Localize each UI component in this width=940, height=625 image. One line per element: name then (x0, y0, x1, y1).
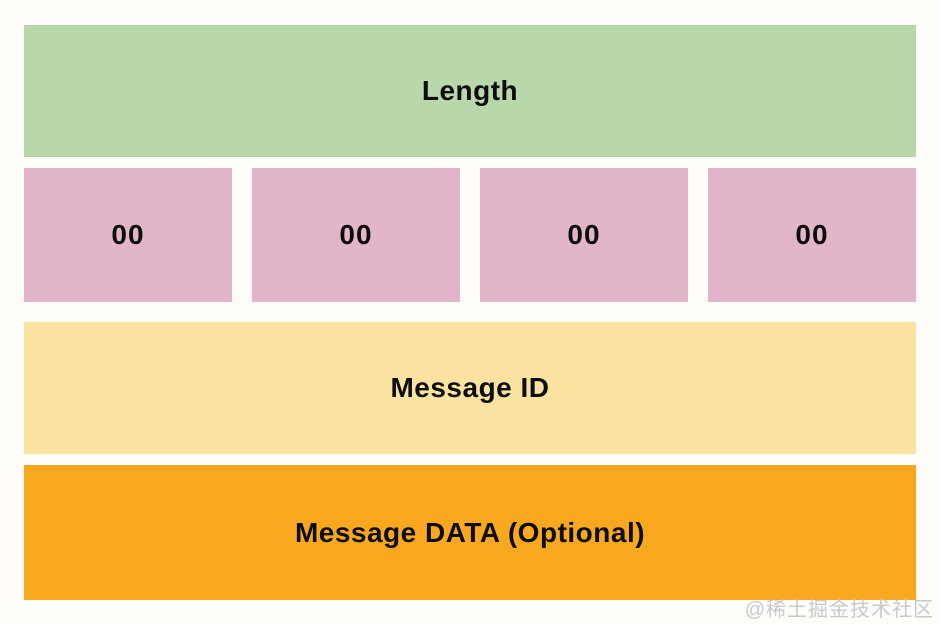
message-id-label: Message ID (390, 372, 550, 403)
message-data-label: Message DATA (Optional) (294, 516, 646, 548)
length-block: Length (24, 25, 916, 157)
byte-value-2: 00 (339, 219, 373, 250)
length-label: Length (421, 75, 519, 106)
byte-cell-3: 00 (480, 168, 688, 302)
byte-row: 00 00 00 00 (24, 168, 916, 302)
byte-value-1: 00 (111, 219, 145, 250)
byte-cell-2: 00 (252, 168, 460, 302)
message-id-block: Message ID (24, 322, 916, 454)
byte-value-3: 00 (567, 219, 601, 250)
byte-cell-1: 00 (24, 168, 232, 302)
byte-value-4: 00 (795, 219, 829, 250)
byte-cell-4: 00 (708, 168, 916, 302)
message-data-block: Message DATA (Optional) (24, 465, 916, 600)
watermark-text: @稀土掘金技术社区 (744, 599, 934, 621)
